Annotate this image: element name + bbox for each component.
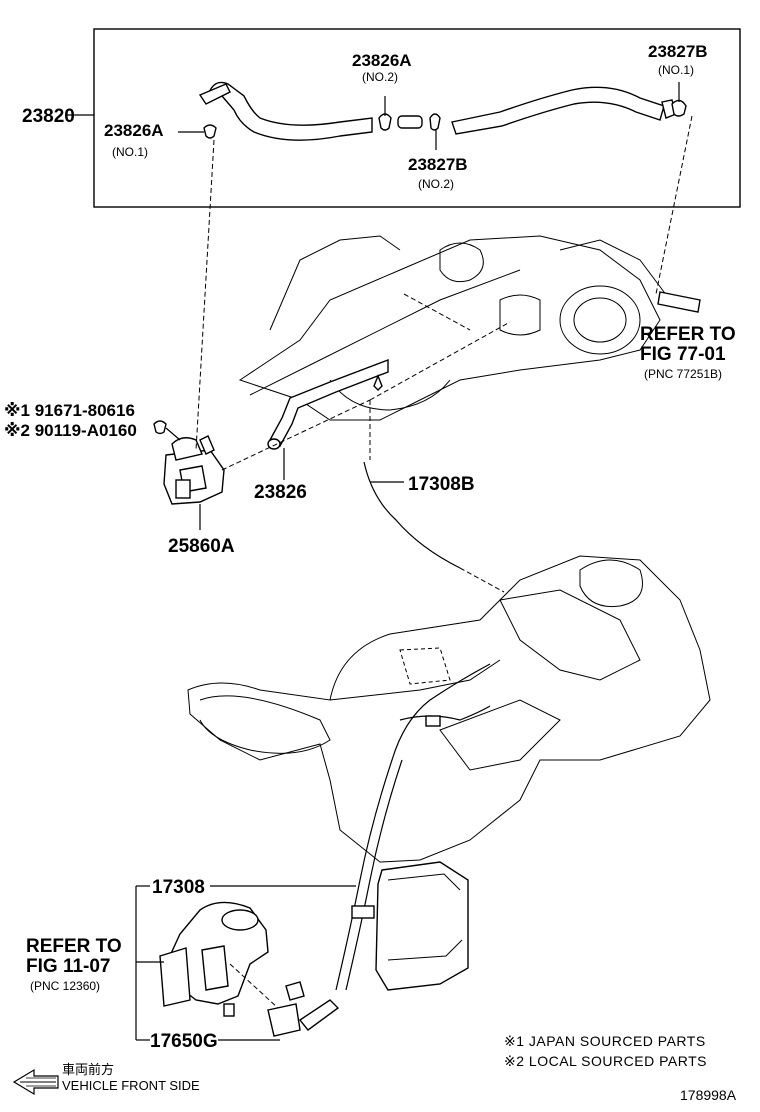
hose-clip-upper <box>425 715 441 727</box>
label-23820: 23820 <box>22 106 75 127</box>
hose-right <box>451 86 665 135</box>
clamp-a-no1 <box>203 124 217 139</box>
label-23826: 23826 <box>254 482 307 503</box>
pipe-stub <box>657 291 701 313</box>
valve-25860a <box>163 435 225 505</box>
ref-fig77-line3: (PNC 77251B) <box>644 367 722 381</box>
clamp-a-no2 <box>378 96 392 131</box>
label-17308b: 17308B <box>408 474 475 495</box>
label-23827b-top: 23827B <box>648 42 708 61</box>
hose-23826 <box>269 358 389 447</box>
label-23827b-mid: 23827B <box>408 155 468 174</box>
bolt <box>153 420 167 435</box>
legend-note-2: ※2 LOCAL SOURCED PARTS <box>504 1053 707 1069</box>
label-23826a-left: 23826A <box>104 121 164 140</box>
vent-hose-17308b <box>363 461 461 569</box>
figure-id: 178998A <box>680 1087 737 1103</box>
ref-fig77-line2: FIG 77-01 <box>640 344 726 365</box>
ref-fig11-line3: (PNC 12360) <box>30 979 100 993</box>
assembly-frame <box>93 28 741 208</box>
label-bolt-1: ※1 91671-80616 <box>4 401 135 420</box>
label-17650g: 17650G <box>150 1031 218 1052</box>
clamp-b-no2 <box>429 113 441 150</box>
front-arrow-icon <box>12 1068 59 1096</box>
orientation-label-jp: 車両前方 <box>62 1062 114 1077</box>
hose-left-end <box>198 83 231 105</box>
label-25860a: 25860A <box>168 536 235 557</box>
joint-pipe <box>397 115 423 129</box>
hose-clip <box>351 905 375 919</box>
hose-23826-end <box>267 438 281 450</box>
fuel-tank-outline <box>187 555 711 863</box>
bracket-assembly <box>159 901 269 1017</box>
label-23826a-top: 23826A <box>352 51 412 70</box>
engine-outline <box>238 235 671 421</box>
legend-note-1: ※1 JAPAN SOURCED PARTS <box>504 1033 706 1049</box>
ref-fig11-line1: REFER TO <box>26 936 122 957</box>
label-17308: 17308 <box>152 877 205 898</box>
ref-fig11-line2: FIG 11-07 <box>26 956 111 977</box>
label-23826a-left-sub: (NO.1) <box>112 145 148 159</box>
ref-fig77-line1: REFER TO <box>640 324 736 345</box>
valve-17650g <box>267 981 340 1037</box>
fitting-small <box>373 374 383 391</box>
label-23827b-top-sub: (NO.1) <box>658 63 694 77</box>
canister <box>375 861 469 991</box>
label-bolt-2: ※2 90119-A0160 <box>4 421 137 440</box>
label-23826a-top-sub: (NO.2) <box>362 70 398 84</box>
hose-left <box>207 81 373 141</box>
orientation-label-en: VEHICLE FRONT SIDE <box>62 1078 200 1093</box>
label-23827b-mid-sub: (NO.2) <box>418 177 454 191</box>
clamp-b-no1 <box>671 99 687 117</box>
